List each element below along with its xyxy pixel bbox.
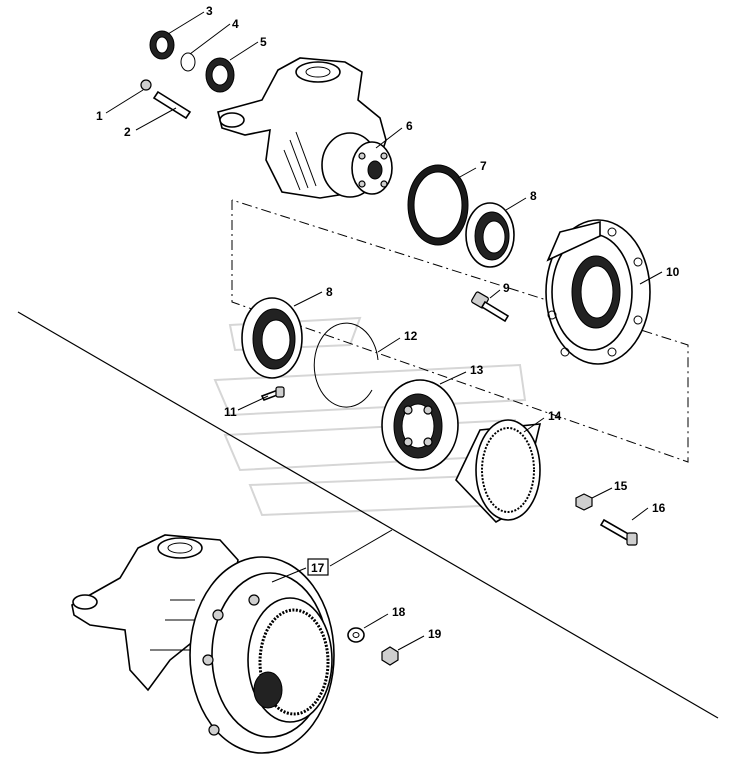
part-19-nut: [381, 646, 399, 666]
part-14-ring-gear: [455, 419, 542, 524]
part-8-bearing-upper: [465, 202, 515, 268]
callout-19: 19: [428, 627, 442, 641]
part-6-steering-knuckle: [217, 57, 393, 199]
callout-14: 14: [548, 409, 562, 423]
callout-17: 17: [311, 561, 325, 575]
callout-15: 15: [614, 479, 628, 493]
part-12-snap-ring: [313, 322, 379, 408]
callout-17-box: [307, 558, 329, 576]
callout-3: 3: [206, 4, 213, 18]
callout-18: 18: [392, 605, 406, 619]
part-4-ring: [180, 52, 196, 72]
callout-10: 10: [666, 265, 680, 279]
part-13-planet-carrier: [381, 379, 459, 471]
callout-labels: 1 2 3 4 5 6 7 8 8 9 10 11 12 13 14 15 16…: [96, 4, 680, 641]
part-11-screw: [260, 386, 285, 402]
part-9-bolt: [471, 291, 510, 323]
part-1-nut: [140, 79, 152, 91]
section-divider-line: [17, 311, 719, 719]
part-17-hub-assembly: [71, 534, 335, 754]
callout-7: 7: [480, 159, 487, 173]
callout-2: 2: [124, 125, 131, 139]
callout-5: 5: [260, 35, 267, 49]
part-3-seal: [149, 30, 175, 60]
leader-lines: [105, 11, 663, 651]
part-18-washer: [347, 627, 365, 643]
callout-16: 16: [652, 501, 666, 515]
part-15-nut: [575, 493, 593, 511]
part-16-bolt: [599, 518, 638, 546]
part-5-bearing-seal: [205, 57, 235, 93]
part-2-pin: [152, 90, 192, 120]
callout-8-upper: 8: [530, 189, 537, 203]
callout-13: 13: [470, 363, 484, 377]
callout-9: 9: [503, 281, 510, 295]
callout-6: 6: [406, 119, 413, 133]
callout-11: 11: [224, 405, 237, 419]
part-8-bearing-lower: [241, 297, 303, 379]
callout-12: 12: [404, 329, 418, 343]
callout-8-lower: 8: [326, 285, 333, 299]
assembly-dashed-outline: [231, 199, 689, 463]
part-10-wheel-hub: [545, 219, 651, 365]
part-7-seal-ring: [407, 164, 469, 246]
callout-4: 4: [232, 17, 239, 31]
callout-1: 1: [96, 109, 103, 123]
